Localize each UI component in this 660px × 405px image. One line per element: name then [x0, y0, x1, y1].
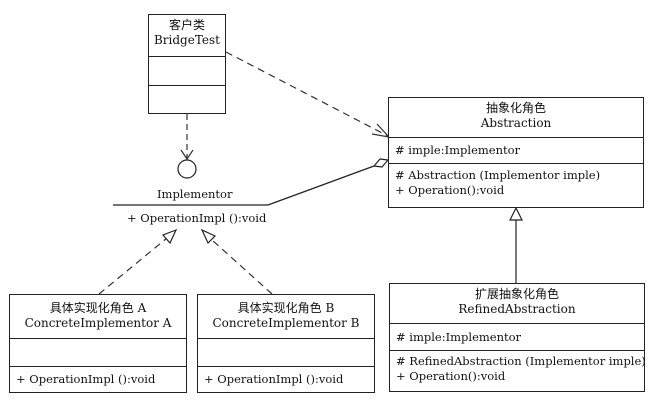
concrete-a-operations-section: + OperationImpl ():void — [10, 367, 186, 392]
refined-abstraction-class-box: 扩展抽象化角色 RefinedAbstraction # imple:Imple… — [389, 283, 646, 392]
abstraction-attribute: # imple:Implementor — [395, 143, 521, 157]
refined-operations-section: # RefinedAbstraction (Implementor imple)… — [390, 351, 646, 391]
client-class-header: 客户类 BridgeTest — [149, 15, 225, 57]
refined-operation: + Operation():void — [396, 369, 506, 383]
client-class-en-title: BridgeTest — [153, 33, 220, 47]
concrete-implementor-a-class-box: 具体实现化角色 A ConcreteImplementor A + Operat… — [9, 294, 187, 393]
dependency-arrowhead — [180, 149, 194, 161]
interface-lollipop-icon — [177, 159, 197, 179]
interface-operation: + OperationImpl ():void — [127, 211, 267, 225]
aggregation-diamond-icon — [372, 158, 390, 168]
concrete-a-en-title: ConcreteImplementor A — [24, 316, 172, 330]
client-abstraction-arrowhead — [371, 123, 391, 138]
concrete-a-header: 具体实现化角色 A ConcreteImplementor A — [10, 295, 186, 339]
abstraction-operations-section: # Abstraction (Implementor imple) + Oper… — [389, 164, 643, 207]
refined-constructor: # RefinedAbstraction (Implementor imple) — [396, 354, 646, 368]
refined-attributes-section: # imple:Implementor — [390, 324, 644, 351]
refined-class-cn-title: 扩展抽象化角色 — [474, 287, 559, 301]
client-to-abstraction-dependency — [225, 51, 389, 137]
concrete-b-operations-section: + OperationImpl ():void — [198, 367, 374, 392]
realization-a-triangle-icon — [161, 228, 178, 245]
refined-class-en-title: RefinedAbstraction — [458, 302, 576, 316]
concrete-b-en-title: ConcreteImplementor B — [212, 316, 360, 330]
interface-name: Implementor — [157, 187, 233, 201]
abstraction-constructor: # Abstraction (Implementor imple) — [395, 168, 601, 182]
client-attributes-section — [149, 57, 225, 86]
client-class-cn-title: 客户类 — [168, 18, 205, 32]
concrete-b-cn-title: 具体实现化角色 B — [237, 301, 335, 315]
concrete-b-attributes-section — [198, 339, 374, 367]
realization-b-line — [211, 239, 273, 295]
realization-b-triangle-icon — [200, 228, 217, 245]
concrete-a-operation: + OperationImpl ():void — [16, 372, 156, 386]
generalization-triangle-icon — [509, 206, 523, 221]
refined-attribute: # imple:Implementor — [396, 330, 522, 344]
concrete-a-cn-title: 具体实现化角色 A — [49, 301, 147, 315]
abstraction-class-cn-title: 抽象化角色 — [485, 101, 546, 115]
realization-a-line — [98, 237, 168, 295]
concrete-a-attributes-section — [10, 339, 186, 367]
abstraction-class-en-title: Abstraction — [480, 116, 552, 130]
client-operations-section — [149, 86, 225, 113]
abstraction-class-header: 抽象化角色 Abstraction — [389, 98, 643, 138]
abstraction-attributes-section: # imple:Implementor — [389, 138, 643, 164]
abstraction-operation: + Operation():void — [395, 183, 505, 197]
aggregation-line — [267, 165, 375, 206]
concrete-implementor-b-class-box: 具体实现化角色 B ConcreteImplementor B + Operat… — [197, 294, 375, 393]
concrete-b-header: 具体实现化角色 B ConcreteImplementor B — [198, 295, 374, 339]
client-class-box: 客户类 BridgeTest — [148, 14, 226, 114]
concrete-b-operation: + OperationImpl ():void — [204, 372, 344, 386]
abstraction-class-box: 抽象化角色 Abstraction # imple:Implementor # … — [388, 97, 644, 208]
refined-class-header: 扩展抽象化角色 RefinedAbstraction — [390, 284, 644, 324]
